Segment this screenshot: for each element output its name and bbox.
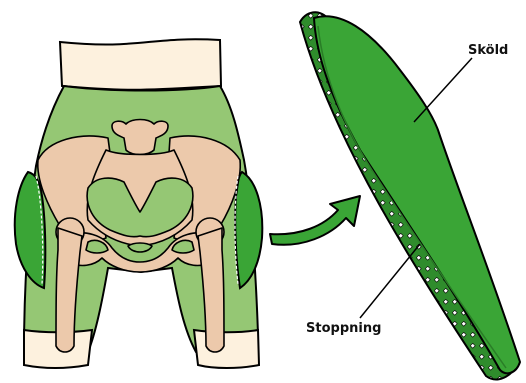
pubic-gap bbox=[128, 243, 152, 252]
padding-label: Stoppning bbox=[306, 321, 381, 336]
right-leg-cuff bbox=[194, 330, 259, 368]
left-hip-shield bbox=[15, 172, 46, 288]
right-hip-shield bbox=[235, 172, 262, 288]
shield-label: Sköld bbox=[468, 43, 508, 58]
shield-leader-line bbox=[414, 58, 472, 122]
pointing-arrow bbox=[270, 196, 360, 245]
shield-shell bbox=[314, 16, 520, 373]
waistband bbox=[60, 39, 221, 90]
pelvis-bones bbox=[38, 120, 240, 353]
padding-leader-line bbox=[360, 244, 420, 318]
shorts-illustration bbox=[15, 39, 263, 368]
